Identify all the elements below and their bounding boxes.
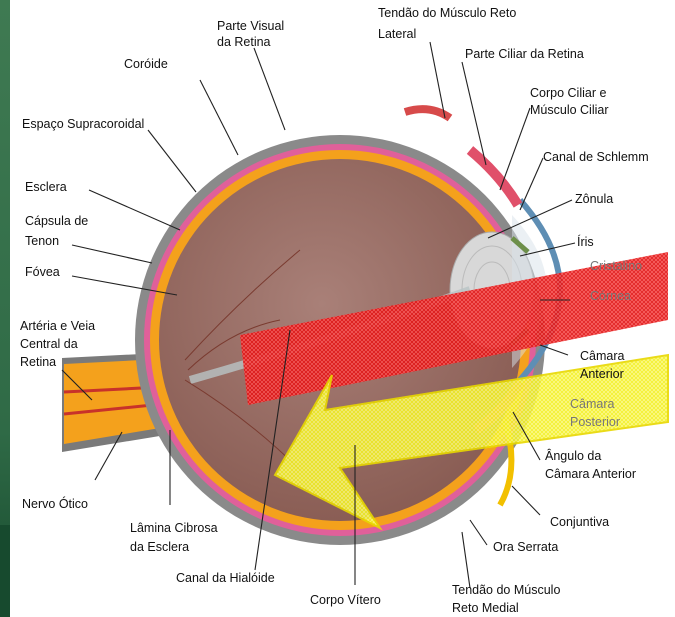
label-camara-posterior-2: Posterior xyxy=(570,415,620,429)
label-tendao-reto-medial: Tendão do Músculo xyxy=(452,583,560,597)
label-corpo-ciliar: Corpo Ciliar e xyxy=(530,86,606,100)
label-espaco-supracoroidal: Espaço Supracoroidal xyxy=(22,117,144,131)
label-arteria-veia: Artéria e Veia xyxy=(20,319,95,333)
label-camara-anterior-2: Anterior xyxy=(580,367,624,381)
label-ora-serrata: Ora Serrata xyxy=(493,540,558,554)
label-corpo-ciliar-2: Músculo Ciliar xyxy=(530,103,609,117)
label-tendao-reto-lateral-2: Lateral xyxy=(378,27,416,41)
label-parte-visual-retina-2: da Retina xyxy=(217,35,271,49)
label-tendao-reto-medial-2: Reto Medial xyxy=(452,601,519,615)
label-canal-schlemm: Canal de Schlemm xyxy=(543,150,649,164)
label-lamina-cribrosa-2: da Esclera xyxy=(130,540,189,554)
label-cornea: Córnea xyxy=(590,289,631,303)
label-capsula-tenon: Cápsula de xyxy=(25,214,88,228)
label-lamina-cribrosa: Lâmina Cibrosa xyxy=(130,521,218,535)
label-esclera: Esclera xyxy=(25,180,67,194)
label-capsula-tenon-2: Tenon xyxy=(25,234,59,248)
label-tendao-reto-lateral: Tendão do Músculo Reto xyxy=(378,6,516,20)
label-camara-posterior: Câmara xyxy=(570,397,615,411)
label-parte-visual-retina: Parte Visual xyxy=(217,19,284,33)
label-nervo-otico: Nervo Ótico xyxy=(22,496,88,511)
label-coroide: Coróide xyxy=(124,57,168,71)
label-conjuntiva: Conjuntiva xyxy=(550,515,609,529)
label-arteria-veia-3: Retina xyxy=(20,355,56,369)
label-arteria-veia-2: Central da xyxy=(20,337,78,351)
label-corpo-vitreo: Corpo Vítero xyxy=(310,593,381,607)
label-camara-anterior: Câmara xyxy=(580,349,625,363)
label-zonula: Zônula xyxy=(575,192,613,206)
label-angulo-camara-2: Câmara Anterior xyxy=(545,467,636,481)
label-iris: Íris xyxy=(577,234,594,249)
label-angulo-camara: Ângulo da xyxy=(545,448,601,463)
label-parte-ciliar-retina: Parte Ciliar da Retina xyxy=(465,47,584,61)
label-cristalino: Cristalino xyxy=(590,259,642,273)
label-fovea: Fóvea xyxy=(25,265,60,279)
label-canal-hialoide: Canal da Hialóide xyxy=(176,571,275,585)
